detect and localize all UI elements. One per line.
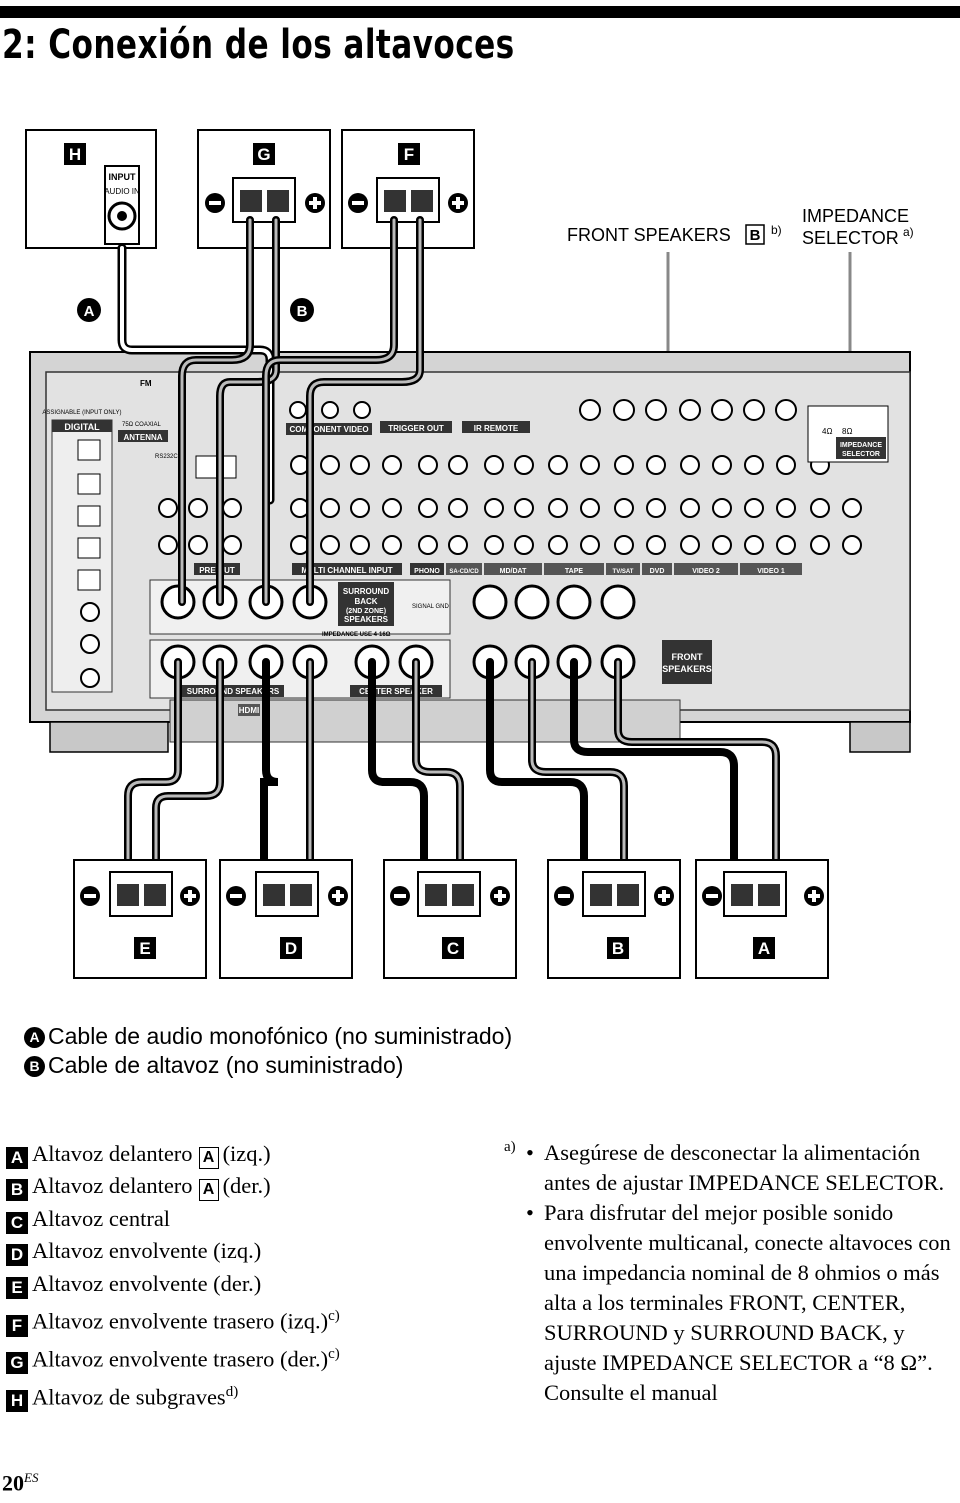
svg-text:SURROUND: SURROUND [343,587,389,596]
svg-text:SA-CD/CD: SA-CD/CD [449,569,479,575]
svg-text:4Ω: 4Ω [822,427,832,436]
svg-text:ANTENNA: ANTENNA [123,433,162,442]
marker-a: A [84,303,95,320]
svg-text:BACK: BACK [354,597,377,606]
impedance-note: a) [903,225,914,239]
svg-text:MULTI CHANNEL INPUT: MULTI CHANNEL INPUT [301,566,392,575]
svg-text:(2ND ZONE): (2ND ZONE) [346,608,386,615]
input-label: INPUT [109,172,137,182]
svg-text:IMPEDANCE USE 4-16Ω: IMPEDANCE USE 4-16Ω [322,632,391,638]
cable-legend-text: Cable de altavoz (no suministrado) [48,1052,404,1078]
subwoofer-box: H INPUT AUDIO IN [25,129,157,249]
box-label-f: F [404,145,414,164]
svg-text:DIGITAL: DIGITAL [64,422,100,432]
speaker-box-f: F [341,129,475,249]
cable-legend-text: Cable de audio monofónico (no suministra… [48,1023,513,1049]
box-label-g: G [257,145,270,164]
front-speakers-label: FRONT SPEAKERS [567,225,731,245]
box-label-h: H [69,145,81,164]
svg-text:RS232C: RS232C [155,454,178,460]
svg-text:DVD: DVD [650,568,665,575]
svg-text:VIDEO 2: VIDEO 2 [692,568,720,575]
box-label-a: A [758,939,770,958]
box-label-b: B [612,939,624,958]
svg-text:PHONO: PHONO [414,568,440,575]
svg-text:SURROUND SPEAKERS: SURROUND SPEAKERS [187,687,280,696]
svg-text:TRIGGER OUT: TRIGGER OUT [388,424,444,433]
svg-text:SPEAKERS: SPEAKERS [662,664,712,674]
svg-text:SELECTOR: SELECTOR [842,451,880,458]
front-speakers-box: B [750,227,761,244]
svg-text:CENTER SPEAKER: CENTER SPEAKER [359,687,433,696]
box-label-e: E [139,939,150,958]
svg-text:SPEAKERS: SPEAKERS [344,615,389,624]
impedance-label-1: IMPEDANCE [802,206,909,226]
svg-text:FM: FM [140,379,152,388]
page-title: 2: Conexión de los altavoces [2,22,515,68]
svg-text:HDMI: HDMI [239,706,259,715]
svg-text:IR REMOTE: IR REMOTE [474,424,519,433]
cable-marker: A [24,1027,45,1048]
cable-marker: B [24,1056,45,1077]
svg-text:COMPONENT VIDEO: COMPONENT VIDEO [289,425,368,434]
svg-text:ASSIGNABLE (INPUT ONLY): ASSIGNABLE (INPUT ONLY) [42,410,121,416]
svg-text:VIDEO 1: VIDEO 1 [757,568,785,575]
note-bullet: •Para disfrutar del mejor posible sonido… [526,1200,951,1405]
speaker-box-g: G [197,129,331,249]
receiver-rear-panel: DIGITAL ASSIGNABLE (INPUT ONLY) ANTENNA … [29,351,911,753]
box-label-d: D [285,939,297,958]
svg-text:SIGNAL GND: SIGNAL GND [412,604,449,610]
svg-text:TAPE: TAPE [565,568,583,575]
svg-text:75Ω COAXIAL: 75Ω COAXIAL [122,422,161,428]
svg-text:MD/DAT: MD/DAT [500,568,527,575]
svg-text:FRONT: FRONT [672,652,703,662]
note-bullet: •Asegúrese de desconectar la alimentació… [526,1140,945,1195]
bottom-speaker-boxes: E D C B [73,859,829,979]
svg-text:IMPEDANCE: IMPEDANCE [840,442,882,449]
impedance-notes: a) •Asegúrese de desconectar la alimenta… [504,1138,956,1408]
header-rule [0,6,960,18]
svg-text:8Ω: 8Ω [842,427,852,436]
page-number: 20ES [2,1470,39,1496]
connection-diagram: H INPUT AUDIO IN G F FRONT SPEAKERS B b)… [25,129,914,979]
marker-b: B [297,303,308,320]
svg-text:TV/SAT: TV/SAT [613,569,634,575]
impedance-label-2: SELECTOR [802,228,899,248]
front-speakers-note: b) [771,223,782,237]
audio-in-label: AUDIO IN [104,187,140,196]
note-mark: a) [504,1139,516,1155]
box-label-c: C [447,939,459,958]
